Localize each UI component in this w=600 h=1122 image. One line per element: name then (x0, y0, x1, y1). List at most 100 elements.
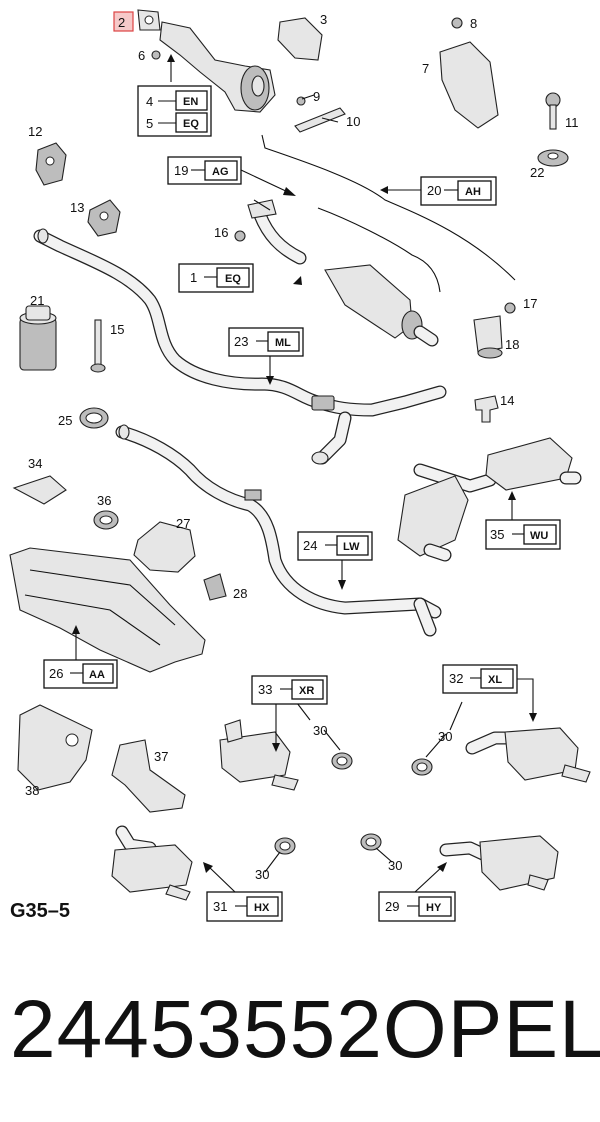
callout-31: 31 (213, 899, 227, 914)
hanger-28 (203, 573, 227, 601)
bracket-37 (111, 739, 186, 813)
rubber-hanger-13 (87, 199, 121, 237)
code-box-31: 31 HX (203, 862, 283, 922)
exhaust-parts-diagram: 2 (9, 9, 591, 922)
code-xr: XR (299, 685, 314, 697)
callout-29: 29 (385, 899, 399, 914)
callout-3: 3 (320, 12, 327, 27)
nut-17 (504, 302, 516, 314)
callout-8: 8 (470, 16, 477, 31)
heat-shield-7 (439, 41, 499, 129)
code-box-19: 19 AG (167, 156, 296, 196)
code-lw: LW (343, 541, 360, 553)
code-hy: HY (426, 902, 442, 914)
code-box-4-5: 4 EN 5 EQ (137, 85, 212, 137)
code-ag: AG (212, 166, 229, 178)
leader-lines (167, 54, 463, 873)
catalytic-converter (159, 21, 276, 113)
manifold-gasket-2: 2 (113, 9, 161, 32)
center-muffler-1 (234, 199, 439, 347)
nut-6 (151, 50, 161, 60)
callout-11: 11 (565, 115, 579, 130)
callout-2: 2 (118, 15, 125, 30)
brand-name: OPEL (382, 984, 600, 1075)
clamp-bracket-18 (473, 315, 503, 359)
callout-10: 10 (346, 114, 360, 129)
code-box-32: 32 XL (442, 664, 537, 722)
callout-6: 6 (138, 48, 145, 63)
callout-26: 26 (49, 666, 63, 681)
part-number: 24453552 (10, 984, 383, 1075)
callout-34: 34 (28, 456, 42, 471)
callout-27: 27 (176, 516, 190, 531)
callout-37: 37 (154, 749, 168, 764)
clamp-30-d (360, 833, 382, 851)
callout-36: 36 (97, 493, 111, 508)
code-eq-top: EQ (183, 118, 199, 130)
sensor-cable-20 (261, 134, 516, 281)
part-footer: 24453552 OPEL (10, 984, 600, 1075)
callout-numbers: 3 8 6 7 9 10 11 12 22 13 16 21 17 15 18 … (25, 12, 579, 882)
muffler-variant-29 (439, 835, 559, 891)
clamp-30-a (331, 752, 353, 770)
callout-12: 12 (28, 124, 42, 139)
rubber-hanger-12 (35, 142, 67, 186)
callout-30-a: 30 (313, 723, 327, 738)
callout-32: 32 (449, 671, 463, 686)
code-wu: WU (530, 530, 548, 542)
callout-25: 25 (58, 413, 72, 428)
bracket-10 (294, 107, 346, 133)
callout-14: 14 (500, 393, 514, 408)
code-ml: ML (275, 337, 291, 349)
code-box-24: 24 LW (297, 531, 373, 590)
callout-17: 17 (523, 296, 537, 311)
callout-7: 7 (422, 61, 429, 76)
callout-4: 4 (146, 94, 153, 109)
callout-35: 35 (490, 527, 504, 542)
container-21 (19, 305, 57, 371)
rear-pipe-assembly (115, 424, 442, 637)
code-box-20: 20 AH (380, 176, 497, 206)
floor-heat-shield-26 (9, 547, 206, 673)
clamp-30-b (411, 758, 433, 776)
callout-24: 24 (303, 538, 317, 553)
code-hx: HX (254, 902, 270, 914)
code-box-26: 26 AA (43, 625, 118, 689)
callout-18: 18 (505, 337, 519, 352)
bumper-14 (474, 395, 499, 423)
heat-shield-38 (17, 704, 93, 791)
heat-shield-3 (277, 17, 323, 61)
callout-13: 13 (70, 200, 84, 215)
code-box-35: 35 WU (485, 491, 561, 550)
code-aa: AA (89, 669, 105, 681)
callout-30-b: 30 (438, 729, 452, 744)
callout-33: 33 (258, 682, 272, 697)
callout-15: 15 (110, 322, 124, 337)
callout-9: 9 (313, 89, 320, 104)
long-bolt-15 (90, 319, 106, 373)
washer-22 (537, 149, 569, 167)
callout-16: 16 (214, 225, 228, 240)
rear-muffler-35 (397, 437, 582, 562)
callout-28: 28 (233, 586, 247, 601)
muffler-variant-33 (219, 719, 299, 791)
code-eq-1: EQ (225, 273, 241, 285)
callout-38: 38 (25, 783, 39, 798)
code-box-1: 1 EQ (178, 263, 254, 293)
code-box-29: 29 HY (378, 862, 456, 922)
heat-shield-27 (133, 521, 196, 573)
clamp-25 (79, 407, 109, 429)
callout-19: 19 (174, 163, 188, 178)
nut-8 (451, 17, 463, 29)
front-pipe-assembly (33, 228, 447, 465)
callout-21: 21 (30, 293, 44, 308)
callout-5: 5 (146, 116, 153, 131)
heat-shield-34 (12, 475, 67, 505)
clamp-30-c (274, 837, 296, 855)
callout-23: 23 (234, 334, 248, 349)
callout-22: 22 (530, 165, 544, 180)
diagram-reference: G35–5 (10, 900, 71, 922)
muffler-variant-31 (111, 825, 193, 901)
callout-20: 20 (427, 183, 441, 198)
clamp-36 (93, 510, 119, 530)
